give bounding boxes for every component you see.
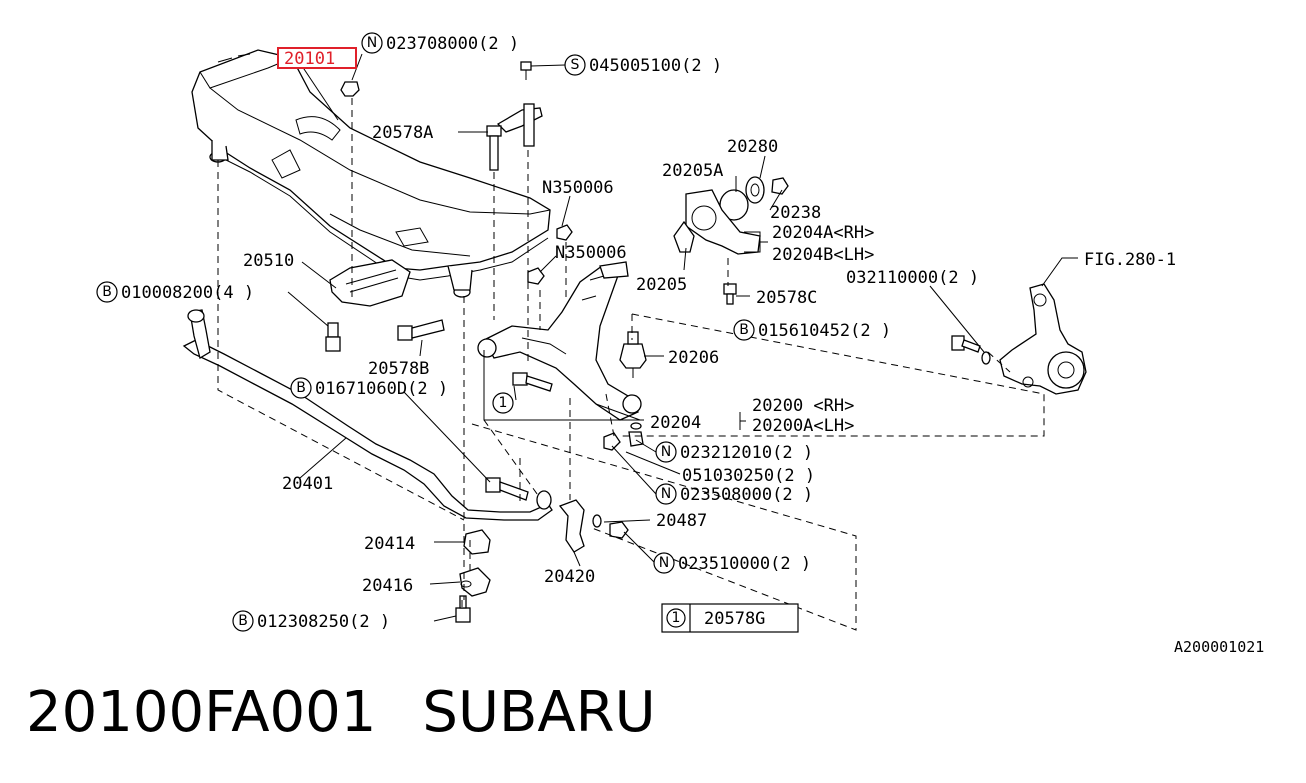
footer-title: 20100FA001 SUBARU bbox=[26, 680, 656, 745]
brand-name: SUBARU bbox=[422, 680, 656, 745]
callout-c22[interactable]: 20200 <RH> bbox=[752, 396, 854, 416]
callout-c13[interactable]: 032110000(2 ) bbox=[846, 268, 979, 288]
prefix-letter-c17: B bbox=[739, 322, 749, 338]
legend-box: 1 20578G bbox=[661, 603, 799, 633]
parts-diagram-svg: 20101 N S B B B N N N B 1 023708000(2 ) … bbox=[96, 32, 1264, 656]
legend-marker-circle bbox=[666, 608, 686, 628]
callout-c26[interactable]: 023508000(2 ) bbox=[680, 485, 813, 505]
leader-lines bbox=[287, 53, 1078, 622]
hardware-drawing bbox=[325, 61, 991, 623]
prefix-circle-c16 bbox=[96, 281, 118, 303]
callout-c21[interactable]: 20204 bbox=[650, 413, 701, 433]
legend-marker-text: 1 bbox=[672, 610, 681, 626]
prefix-circle-c30 bbox=[653, 552, 675, 574]
callout-c30[interactable]: 023510000(2 ) bbox=[678, 554, 811, 574]
callout-c14[interactable]: 20205 bbox=[636, 275, 687, 295]
prefix-circle-c34 bbox=[492, 392, 514, 414]
crossmember-drawing bbox=[191, 49, 551, 307]
reference-code: A200001021 bbox=[1174, 638, 1264, 656]
callout-c5[interactable]: 20205A bbox=[662, 161, 723, 181]
callout-c10[interactable]: 20204B<LH> bbox=[772, 245, 874, 265]
callout-c27[interactable]: 20401 bbox=[282, 474, 333, 494]
callout-c9[interactable]: 20204A<RH> bbox=[772, 223, 874, 243]
prefix-letter-c26: N bbox=[661, 486, 671, 502]
prefix-circle-c1 bbox=[361, 32, 383, 54]
highlight-part-text: 20101 bbox=[284, 49, 335, 69]
callout-c2[interactable]: 045005100(2 ) bbox=[589, 56, 722, 76]
prefix-letter-c2: S bbox=[571, 57, 580, 73]
prefix-letter-c24: N bbox=[661, 444, 671, 460]
highlighted-part-label[interactable]: 20101 bbox=[277, 47, 357, 69]
alignment-lines bbox=[217, 98, 1045, 631]
callout-c25[interactable]: 051030250(2 ) bbox=[682, 466, 815, 486]
prefix-circle-c26 bbox=[655, 483, 677, 505]
parts-diagram: 20101 N S B B B N N N B 1 023708000(2 ) … bbox=[96, 32, 1264, 656]
callout-c19[interactable]: 20206 bbox=[668, 348, 719, 368]
highlight-box bbox=[277, 47, 357, 69]
callout-c17[interactable]: 015610452(2 ) bbox=[758, 321, 891, 341]
callout-labels: 023708000(2 ) 045005100(2 ) 20578A 20280… bbox=[121, 34, 1176, 632]
callout-c28[interactable]: 20487 bbox=[656, 511, 707, 531]
callout-c20[interactable]: 01671060D(2 ) bbox=[315, 379, 448, 399]
stabilizer-drawing bbox=[182, 309, 585, 597]
prefix-circles: N S B B B N N N B 1 bbox=[96, 32, 755, 632]
callout-c1[interactable]: 023708000(2 ) bbox=[386, 34, 519, 54]
callout-c4[interactable]: 20280 bbox=[727, 137, 778, 157]
callout-c24[interactable]: 023212010(2 ) bbox=[680, 443, 813, 463]
callout-c8[interactable]: N350006 bbox=[555, 243, 627, 263]
callout-c15[interactable]: 20578C bbox=[756, 288, 817, 308]
legend-value[interactable]: 20578G bbox=[704, 609, 765, 629]
prefix-letter-c16: B bbox=[102, 284, 112, 300]
callout-c16[interactable]: 010008200(4 ) bbox=[121, 283, 254, 303]
callout-c29[interactable]: 20414 bbox=[364, 534, 415, 554]
prefix-circle-c2 bbox=[564, 54, 586, 76]
prefix-letter-c33: B bbox=[238, 613, 248, 629]
prefix-circle-c24 bbox=[655, 441, 677, 463]
callout-c31[interactable]: 20420 bbox=[544, 567, 595, 587]
callout-c33[interactable]: 012308250(2 ) bbox=[257, 612, 390, 632]
prefix-circle-c33 bbox=[232, 610, 254, 632]
callout-c6[interactable]: N350006 bbox=[542, 178, 614, 198]
callout-c32[interactable]: 20416 bbox=[362, 576, 413, 596]
prefix-letter-c30: N bbox=[659, 555, 669, 571]
callout-c7[interactable]: 20238 bbox=[770, 203, 821, 223]
prefix-circle-c20 bbox=[290, 377, 312, 399]
callout-c11[interactable]: 20510 bbox=[243, 251, 294, 271]
prefix-letter-c1: N bbox=[367, 35, 377, 51]
prefix-letter-c20: B bbox=[296, 380, 306, 396]
callout-c23[interactable]: 20200A<LH> bbox=[752, 416, 854, 436]
part-number: 20100FA001 bbox=[26, 680, 377, 745]
knuckle-drawing bbox=[999, 283, 1087, 395]
prefix-circle-c17 bbox=[733, 319, 755, 341]
callout-c12[interactable]: FIG.280-1 bbox=[1084, 250, 1176, 270]
prefix-letter-c34: 1 bbox=[499, 395, 508, 411]
callout-c3[interactable]: 20578A bbox=[372, 123, 433, 143]
callout-c18[interactable]: 20578B bbox=[368, 359, 429, 379]
